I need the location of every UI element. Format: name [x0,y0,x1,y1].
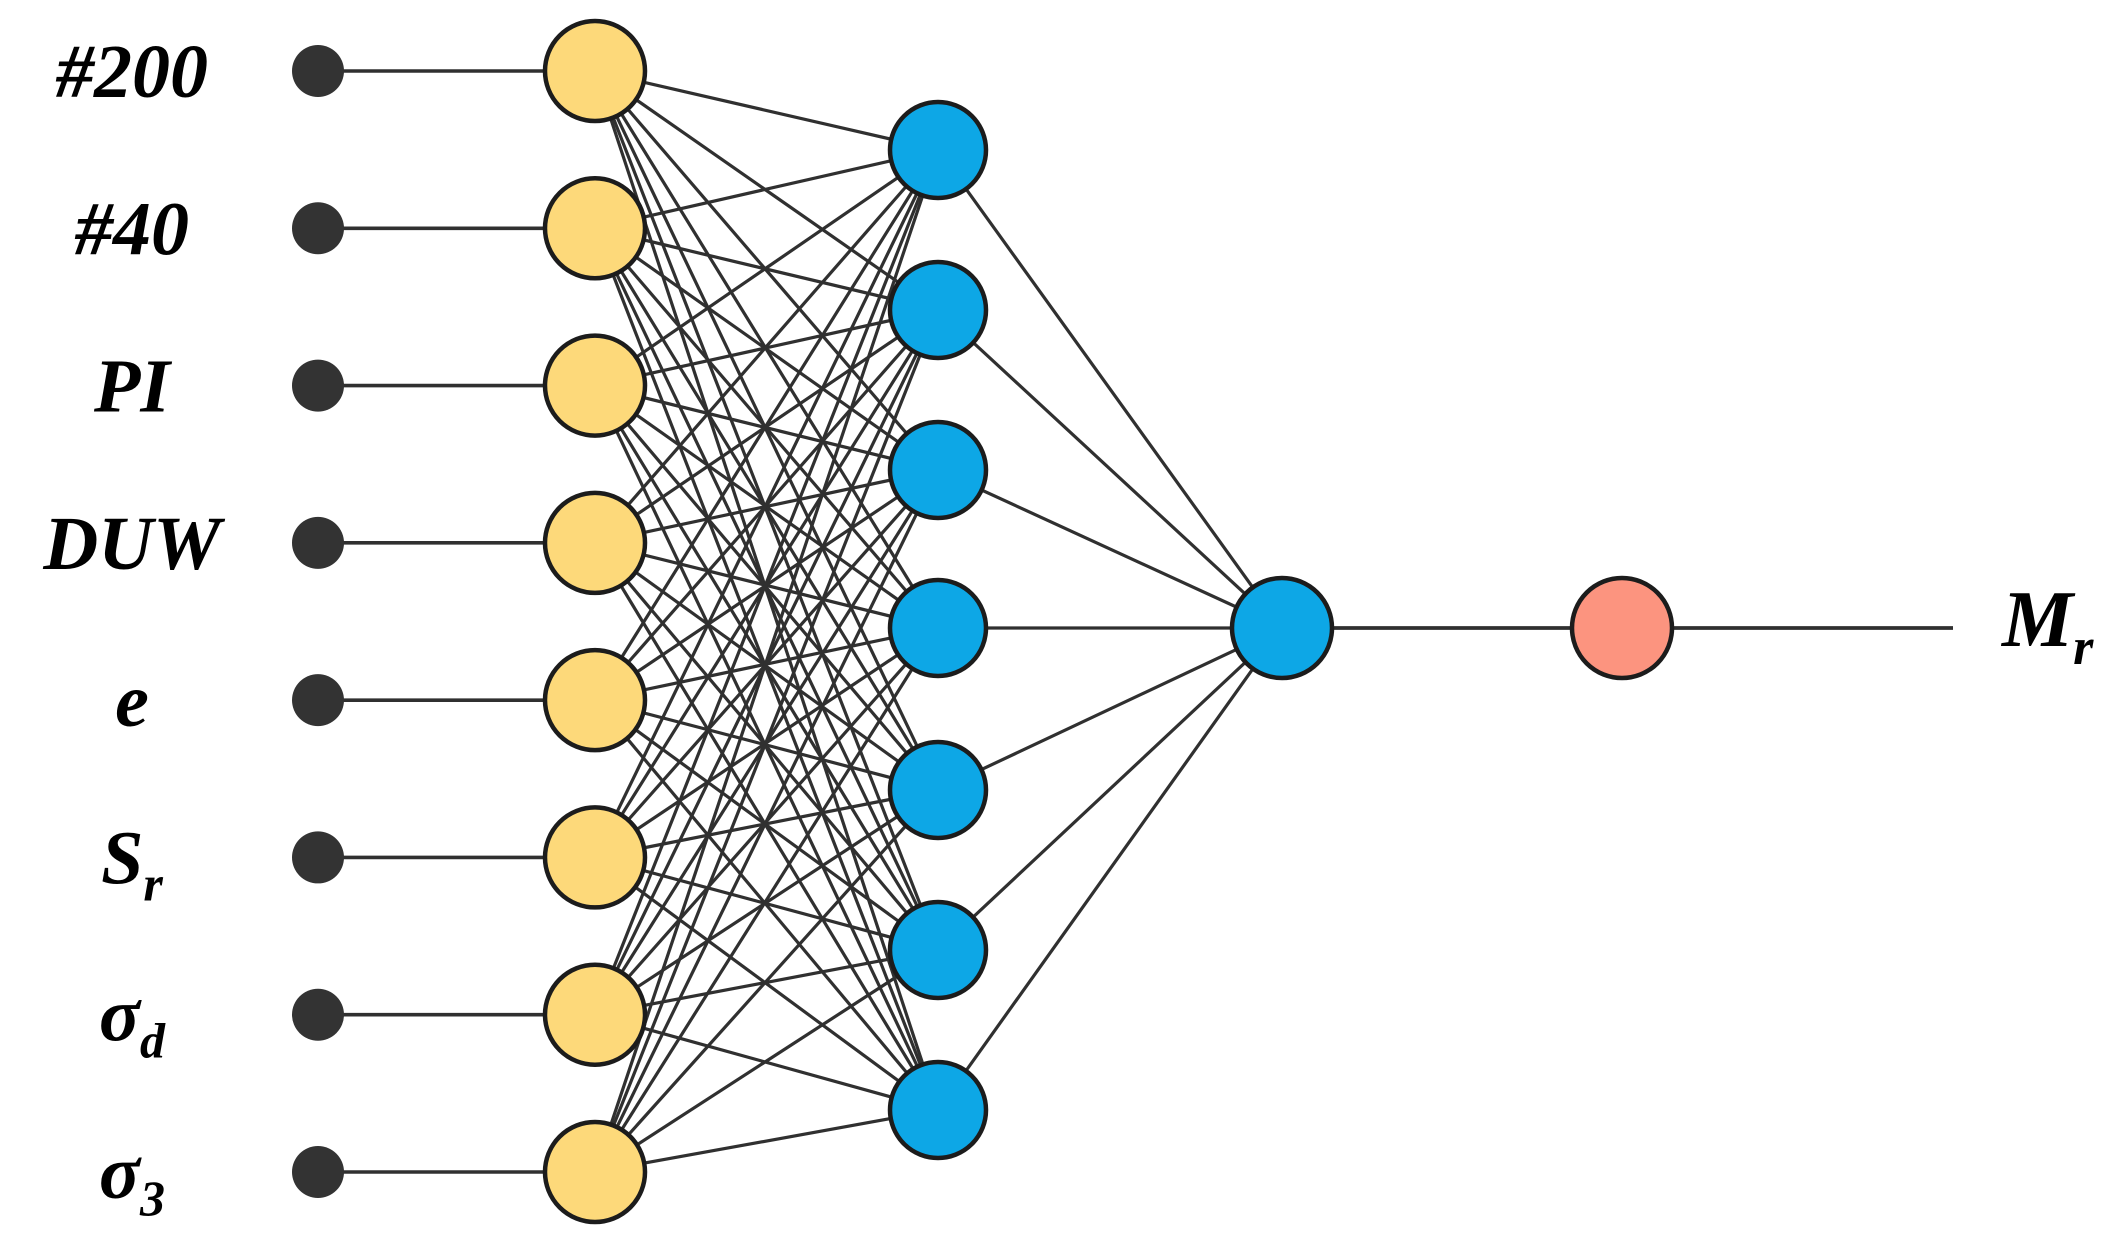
input-node-6 [542,805,648,910]
input-terminal-dot-4 [292,516,344,569]
edge-input8-hidden1 [593,149,940,1173]
hidden-node-6 [887,899,989,1001]
hidden-node-2 [887,259,989,361]
hidden-node-4 [887,577,989,679]
edge-input4-hidden1 [593,148,940,544]
edge-hidden1-aggregation [936,149,1284,629]
edge-input6-hidden1 [593,149,940,859]
output-node [1569,575,1675,681]
input-node-1 [542,18,648,124]
edge-input7-hidden1 [593,149,940,1016]
input-label-8: σ3 [99,1131,165,1226]
edge-input8-hidden5 [593,788,940,1174]
input-terminal-dot-8 [292,1146,344,1198]
input-label-1: #200 [55,30,208,114]
input-label-5: e [115,659,149,743]
hidden-node-3 [887,419,989,521]
input-node-5 [542,647,648,753]
input-terminal-dot-5 [292,674,344,727]
input-label-6: Sr [101,816,163,911]
input-terminal-dot-2 [292,202,344,255]
edge-hidden2-aggregation [936,308,1284,630]
hidden-node-5 [887,739,989,841]
input-node-2 [542,176,648,281]
input-terminal-dot-6 [292,831,344,884]
input-node-4 [542,490,648,596]
input-node-8 [542,1119,648,1225]
edge-input2-hidden1 [594,148,939,230]
edge-hidden6-aggregation [936,626,1284,952]
edge-hidden5-aggregation [937,626,1283,792]
hidden-node-7 [887,1059,989,1161]
edge-input1-hidden1 [594,69,939,152]
input-terminal-dot-1 [292,45,344,97]
edge-input8-hidden3 [593,469,940,1173]
input-terminal-dot-7 [292,988,344,1041]
input-label-4: DUW [42,502,226,586]
aggregation-node [1229,575,1335,681]
input-label-2: #40 [74,187,189,271]
hidden-node-1 [887,99,989,201]
edge-input8-hidden2 [593,309,940,1173]
input-label-7: σd [99,974,166,1069]
input-node-7 [542,962,648,1067]
edge-input8-hidden7 [594,1108,939,1174]
input-label-3: PI [93,345,172,429]
edge-input8-hidden6 [594,948,939,1174]
output-label: Mr [2000,576,2094,676]
edge-input2-hidden5 [593,227,940,791]
input-terminal-dot-3 [292,359,344,412]
edge-input8-hidden4 [593,627,940,1173]
input-node-3 [542,333,648,438]
edge-hidden3-aggregation [937,468,1283,630]
edge-input3-hidden1 [594,148,939,387]
edge-input3-hidden5 [593,384,940,792]
edge-input4-hidden5 [594,541,939,792]
edge-hidden7-aggregation [936,627,1284,1111]
edge-input5-hidden1 [593,149,940,701]
